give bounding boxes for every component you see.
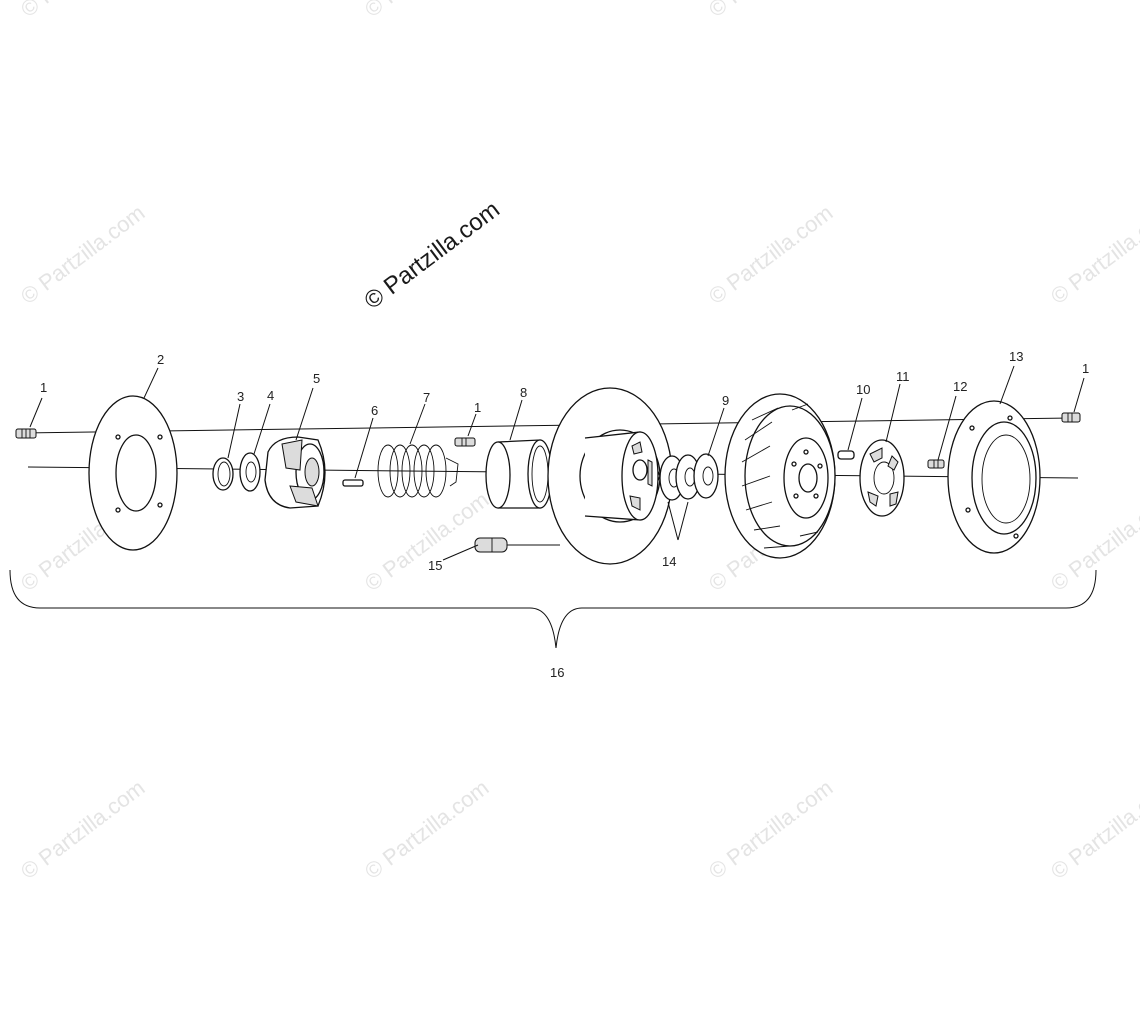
part-2-back-plate (88, 395, 178, 551)
callout-4: 4 (267, 388, 274, 403)
watermark-tile: © Partzilla.com (16, 200, 149, 309)
part-3-snap-ring (212, 457, 234, 491)
part-1-bolt-left (15, 428, 37, 439)
part-5-cam (264, 436, 326, 509)
watermark-main: © Partzilla.com (359, 196, 504, 315)
part-8-bushing (485, 439, 553, 509)
callout-14: 14 (662, 554, 676, 569)
callout-6: 6 (371, 403, 378, 418)
part-9-fixed-sheave (724, 393, 836, 559)
leader-lines (29, 365, 1085, 561)
assembly-brace (9, 569, 1097, 649)
part-12-screw (927, 459, 945, 469)
callout-2: 2 (157, 352, 164, 367)
callout-15: 15 (428, 558, 442, 573)
part-14-buttons (659, 453, 719, 541)
watermark-tile: © Partzilla.com (704, 775, 837, 884)
part-13-cover (947, 400, 1041, 554)
watermark-tile: © Partzilla.com (1046, 200, 1140, 309)
watermark-tile: © Partzilla.com (704, 0, 837, 22)
callout-8: 8 (520, 385, 527, 400)
callout-12: 12 (953, 379, 967, 394)
part-15-pin (474, 537, 560, 553)
callout-16: 16 (550, 665, 564, 680)
callout-5: 5 (313, 371, 320, 386)
callout-11: 11 (896, 369, 910, 384)
callout-7: 7 (423, 390, 430, 405)
watermark-tile: © Partzilla.com (704, 200, 837, 309)
part-1-bolt-middle (454, 437, 476, 447)
part-6-key (342, 479, 364, 487)
watermark-tile: © Partzilla.com (360, 0, 493, 22)
part-10-bolt (837, 450, 855, 460)
part-11-spider (859, 439, 905, 517)
callout-1-middle: 1 (474, 400, 481, 415)
watermark-tile: © Partzilla.com (16, 775, 149, 884)
part-7-spring (377, 444, 459, 498)
part-1-bolt-right (1061, 412, 1081, 423)
part-4-washer (239, 452, 261, 492)
watermark-tile: © Partzilla.com (360, 487, 493, 596)
callout-1: 1 (40, 380, 47, 395)
callout-labels: 1 2 3 4 5 6 7 1 8 9 10 11 12 13 1 14 15 … (40, 349, 1089, 680)
watermark-tile: © Partzilla.com (360, 775, 493, 884)
watermark-tile: © Partzilla.com (1046, 775, 1140, 884)
watermark-tile: © Partzilla.com (16, 0, 149, 22)
watermark-tile: © Partzilla.com (1046, 487, 1140, 596)
callout-1-right: 1 (1082, 361, 1089, 376)
callout-13: 13 (1009, 349, 1023, 364)
callout-10: 10 (856, 382, 870, 397)
callout-9: 9 (722, 393, 729, 408)
movable-sheave (547, 387, 673, 565)
callout-3: 3 (237, 389, 244, 404)
